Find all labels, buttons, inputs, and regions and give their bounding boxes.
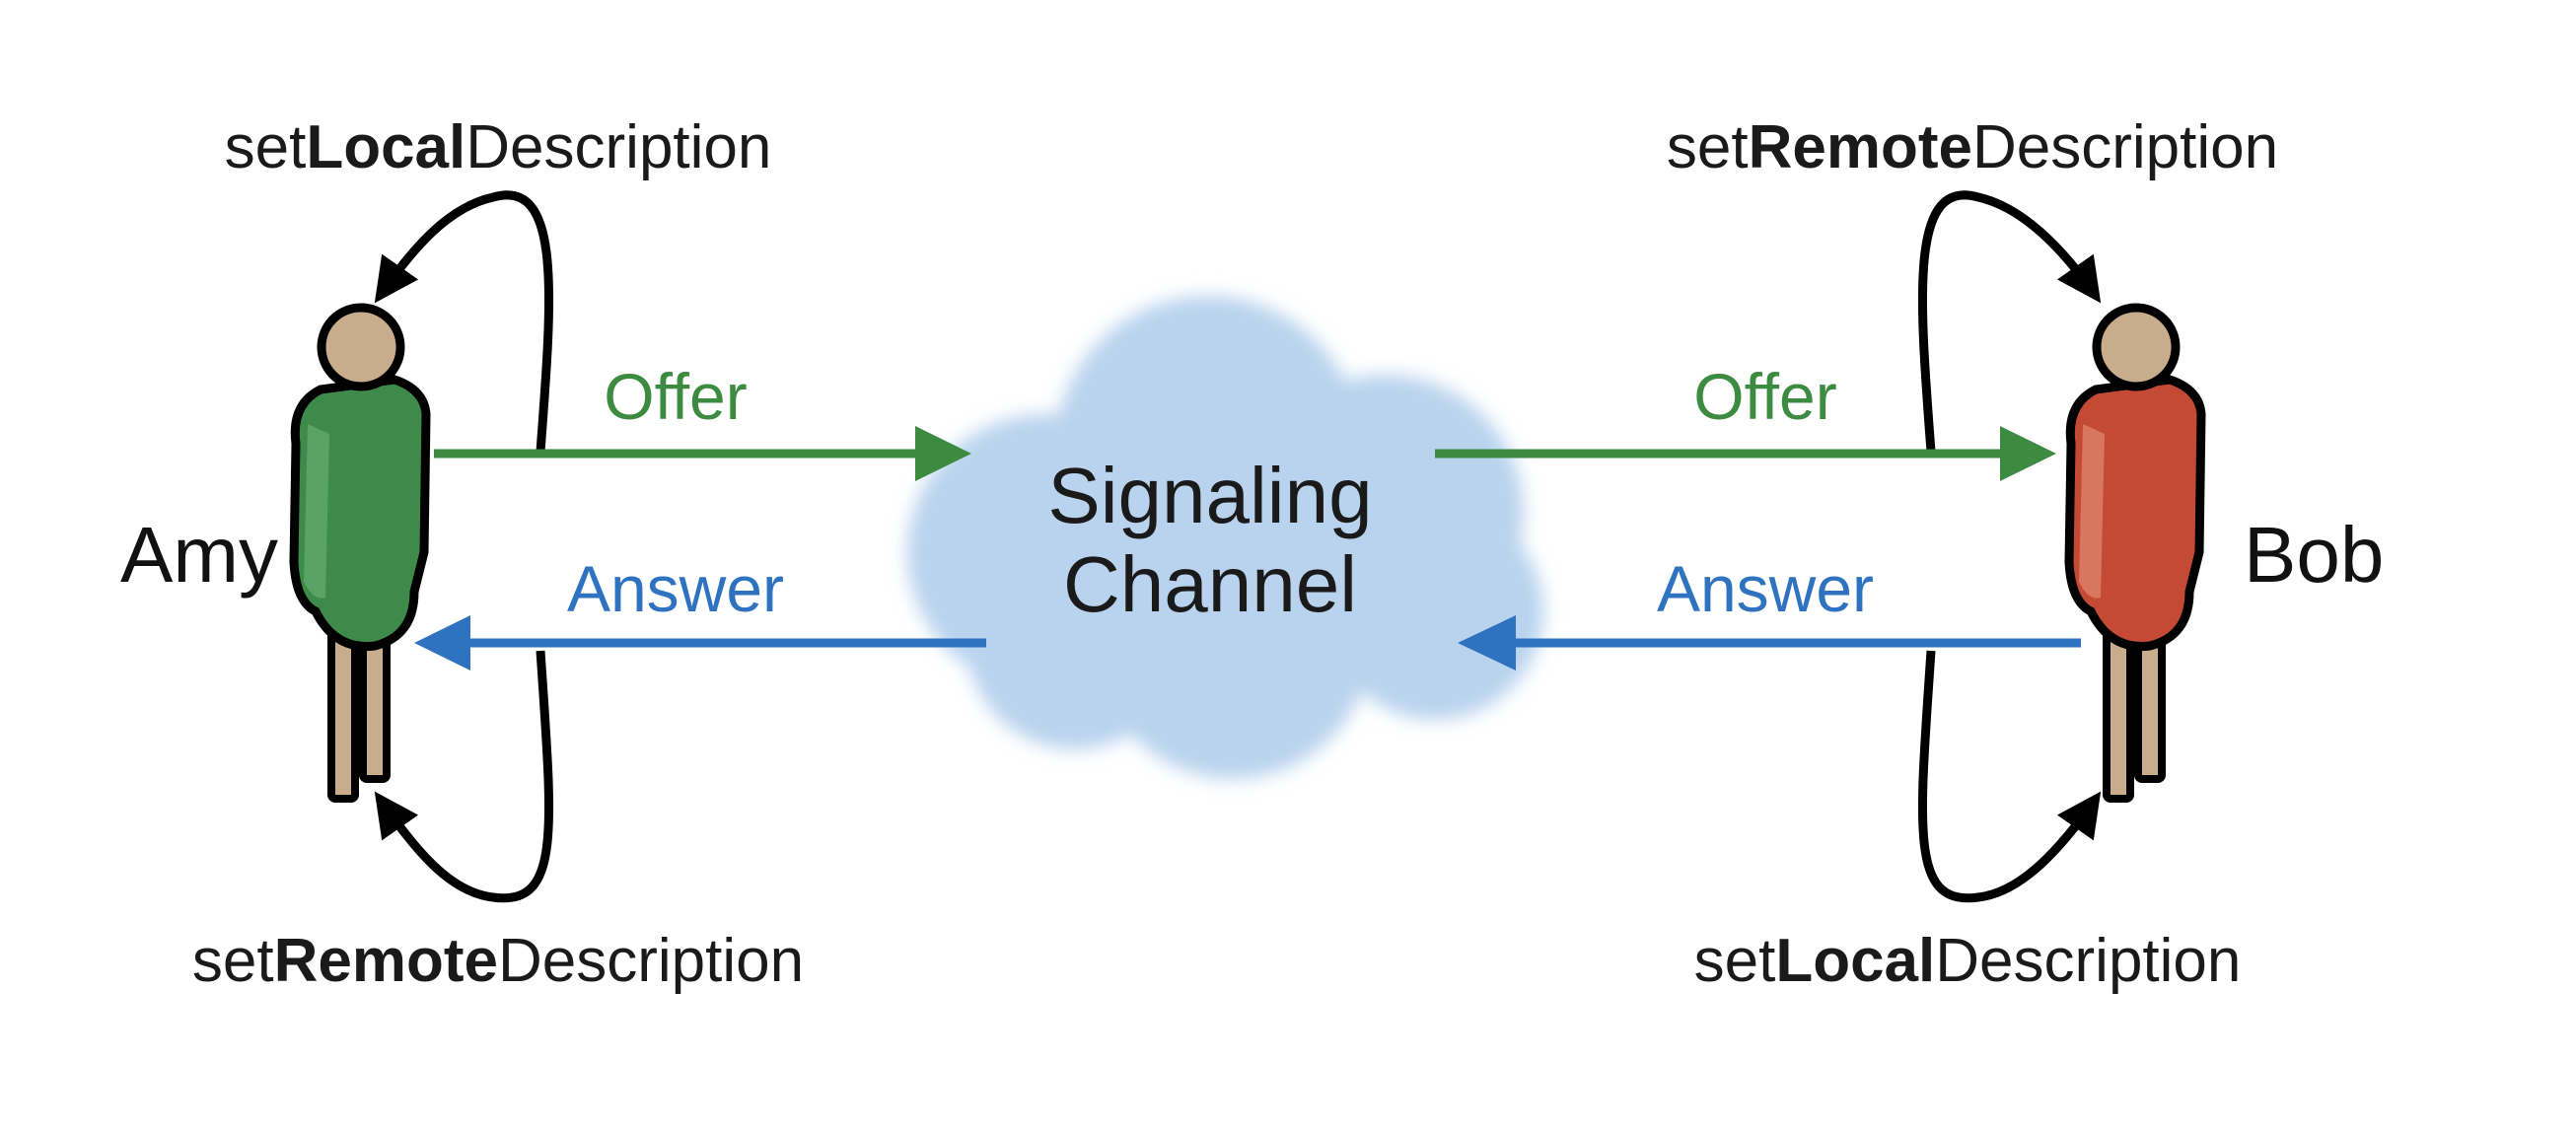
amy-name: Amy xyxy=(120,511,278,599)
amy-set-local-loop xyxy=(374,190,554,453)
bob-bottom-label: setLocalDescription xyxy=(1694,927,2242,995)
amy-arm xyxy=(304,424,329,599)
offer-label-left: Offer xyxy=(604,360,748,433)
amy-figure xyxy=(289,303,431,803)
bob-name: Bob xyxy=(2244,511,2384,599)
cloud-line-1: Signaling xyxy=(1047,452,1372,539)
amy-head xyxy=(317,303,405,391)
amy-bottom-label: setRemoteDescription xyxy=(192,927,804,995)
bob-head xyxy=(2092,303,2181,391)
answer-arrow-right xyxy=(1458,615,2081,671)
answer-label-right: Answer xyxy=(1657,552,1874,625)
bob-arm xyxy=(2079,424,2105,599)
answer-label-left: Answer xyxy=(567,552,784,625)
bob-top-label: setRemoteDescription xyxy=(1667,113,2278,181)
signaling-cloud: Signaling Channel xyxy=(907,296,1543,779)
bob-set-local-loop xyxy=(1917,650,2102,903)
offer-label-right: Offer xyxy=(1693,360,1837,433)
bob-set-remote-loop xyxy=(1917,190,2102,453)
amy-set-remote-loop xyxy=(374,650,554,903)
offer-arrow-left xyxy=(434,426,971,481)
amy-top-label: setLocalDescription xyxy=(225,113,772,181)
cloud-line-2: Channel xyxy=(1063,540,1357,628)
bob-figure xyxy=(2064,303,2206,803)
offer-arrow-right xyxy=(1435,426,2056,481)
answer-arrow-left xyxy=(414,615,986,671)
